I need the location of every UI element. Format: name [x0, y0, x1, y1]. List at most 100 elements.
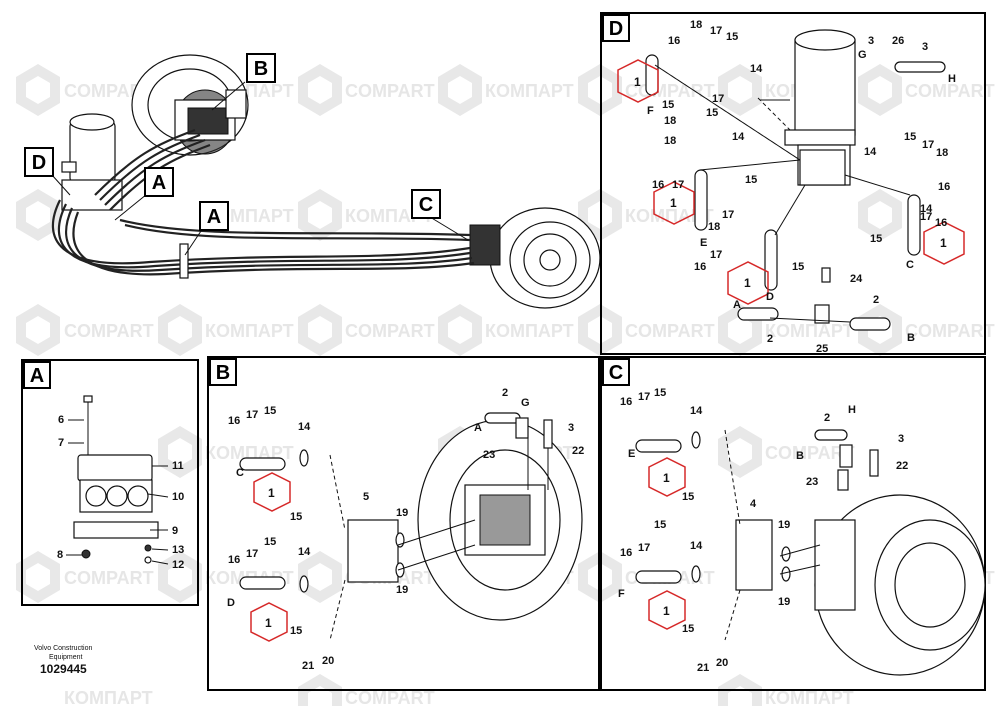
part-label: A [733, 299, 741, 311]
watermark-text: COMPART [345, 688, 435, 706]
callout-c[interactable]: C [411, 189, 441, 219]
part-label: 16 [228, 415, 240, 427]
hex-label: 1 [670, 196, 677, 210]
part-label: 17 [710, 249, 722, 261]
hex-label: 1 [744, 276, 751, 290]
part-label: 18 [708, 221, 720, 233]
panel-b: B 16 17 15 14 C 1 15 16 17 [207, 356, 600, 691]
part-label: 17 [638, 391, 650, 403]
part-label: 15 [682, 491, 694, 503]
part-label: 20 [322, 655, 334, 667]
part-label: 2 [824, 412, 830, 424]
part-label: 16 [938, 181, 950, 193]
part-label: 9 [172, 525, 178, 537]
hex-label: 1 [268, 486, 275, 500]
part-label: 16 [620, 547, 632, 559]
watermark-text: КОМПАРТ [64, 688, 153, 706]
part-label: 14 [298, 421, 311, 433]
part-label: 26 [892, 35, 904, 47]
footer-line1: Volvo Construction [34, 645, 92, 652]
callout-a-label: A [152, 172, 166, 194]
highlight-hex [727, 261, 769, 305]
part-label: 11 [172, 460, 184, 472]
part-label: 15 [682, 623, 694, 635]
part-label: 19 [396, 584, 408, 596]
part-label: 17 [722, 209, 734, 221]
part-label: 13 [172, 544, 184, 556]
callout-a-lower[interactable]: A [199, 201, 229, 231]
part-label: 16 [652, 179, 664, 191]
part-label: 3 [898, 433, 904, 445]
watermark-text: COMPART [64, 321, 154, 341]
part-label: G [858, 49, 867, 61]
part-label: 23 [483, 449, 495, 461]
part-label: 15 [792, 261, 804, 273]
part-label: 17 [710, 25, 722, 37]
part-label: 15 [745, 174, 757, 186]
watermark-text: COMPART [905, 81, 995, 101]
highlight-hex [648, 590, 686, 630]
part-label: 17 [246, 548, 258, 560]
part-label: 16 [694, 261, 706, 273]
part-label: 7 [58, 437, 64, 449]
part-label: 2 [502, 387, 508, 399]
panel-a-title: A [30, 365, 44, 387]
part-label: 17 [712, 93, 724, 105]
highlight-hex [250, 602, 288, 642]
part-label: F [647, 105, 654, 117]
part-label: 8 [57, 549, 63, 561]
part-label: 23 [806, 476, 818, 488]
part-label: A [474, 422, 482, 434]
hex-label: 1 [265, 616, 272, 630]
part-label: 4 [750, 498, 757, 510]
part-label: 25 [816, 343, 828, 355]
highlight-hex [617, 59, 659, 103]
part-label: 16 [228, 554, 240, 566]
callout-b-label: B [254, 58, 268, 80]
part-label: 18 [936, 147, 948, 159]
part-label: F [618, 588, 625, 600]
swivel-unit [61, 113, 123, 211]
callout-b[interactable]: B [246, 53, 276, 83]
callout-c-label: C [419, 194, 433, 216]
part-label: 16 [668, 35, 680, 47]
part-label: 19 [396, 507, 408, 519]
callout-d[interactable]: D [24, 147, 54, 177]
part-label: 12 [172, 559, 184, 571]
hex-label: 1 [663, 471, 670, 485]
overview-drawing: B A A C D [24, 53, 601, 309]
part-label: 14 [750, 63, 763, 75]
part-label: 18 [690, 19, 702, 31]
part-label: C [236, 467, 244, 479]
highlight-hex [253, 472, 291, 512]
watermark-text: КОМПАРТ [485, 321, 574, 341]
part-label: 17 [672, 179, 684, 191]
panel-b-title: B [216, 362, 230, 384]
hex-label: 1 [940, 236, 947, 250]
watermark-text: COMPART [625, 321, 715, 341]
part-label: 17 [246, 409, 258, 421]
watermark-text: КОМПАРТ [205, 321, 294, 341]
part-label: 18 [664, 135, 676, 147]
part-label: H [848, 404, 856, 416]
watermark-text: COMPART [345, 81, 435, 101]
part-label: 15 [654, 387, 666, 399]
part-label: 14 [298, 546, 311, 558]
highlight-hex [648, 457, 686, 497]
part-label: 15 [706, 107, 718, 119]
panel-d-title: D [609, 18, 623, 40]
part-label: 14 [864, 146, 877, 158]
watermark-text: КОМПАРТ [765, 688, 854, 706]
watermark-text: COMPART [345, 321, 435, 341]
callout-a-label: A [207, 206, 221, 228]
part-label: 17 [638, 542, 650, 554]
hose-bundle [51, 128, 475, 279]
watermark-text: КОМПАРТ [765, 321, 854, 341]
part-label: 14 [920, 203, 933, 215]
part-label: G [521, 397, 530, 409]
hex-label: 1 [663, 604, 670, 618]
part-label: 14 [732, 131, 745, 143]
part-label: 22 [896, 460, 908, 472]
callout-a-upper[interactable]: A [144, 167, 174, 197]
